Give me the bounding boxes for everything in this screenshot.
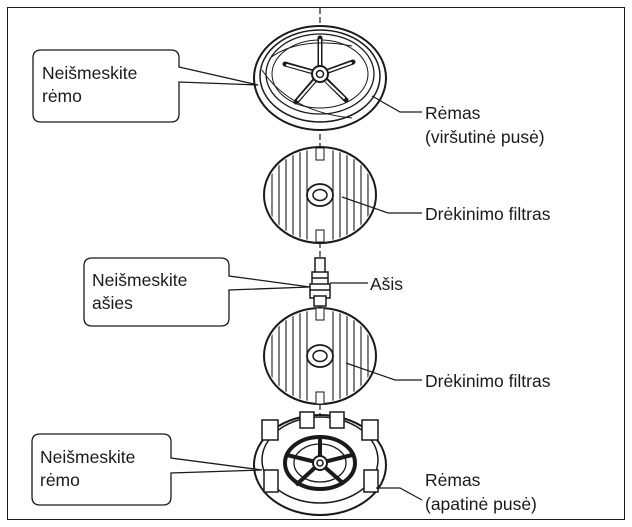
humidifying-filter-lower xyxy=(264,308,376,404)
frame-lower-part xyxy=(254,412,386,515)
label-frame-lower: Rėmas (apatinė pusė) xyxy=(425,468,537,516)
label-frame-lower-line1: Rėmas xyxy=(425,468,537,492)
label-frame-upper: Rėmas (viršutinė pusė) xyxy=(425,101,545,149)
callout-axis-line1: Neišmeskite xyxy=(92,269,187,292)
label-filter-upper: Drėkinimo filtras xyxy=(425,202,550,226)
callout-axis: Neišmeskite ašies xyxy=(92,269,187,315)
callout-top-frame: Neišmeskite rėmo xyxy=(42,62,137,108)
label-filter-lower: Drėkinimo filtras xyxy=(425,369,550,393)
label-frame-upper-line1: Rėmas xyxy=(425,101,545,125)
humidifying-filter-upper xyxy=(264,147,376,243)
label-frame-upper-line2: (viršutinė pusė) xyxy=(425,125,545,149)
frame-upper-part xyxy=(254,26,386,130)
callout-bottom-line1: Neišmeskite xyxy=(40,446,135,469)
axis-shaft xyxy=(310,258,330,306)
label-frame-lower-line2: (apatinė pusė) xyxy=(425,492,537,516)
callout-bottom-line2: rėmo xyxy=(40,469,135,492)
callout-bottom-frame: Neišmeskite rėmo xyxy=(40,446,135,492)
leader-frame-lower xyxy=(376,488,422,500)
label-axis: Ašis xyxy=(370,272,403,296)
callout-top-line2: rėmo xyxy=(42,85,137,108)
callout-axis-line2: ašies xyxy=(92,292,187,315)
callout-top-line1: Neišmeskite xyxy=(42,62,137,85)
